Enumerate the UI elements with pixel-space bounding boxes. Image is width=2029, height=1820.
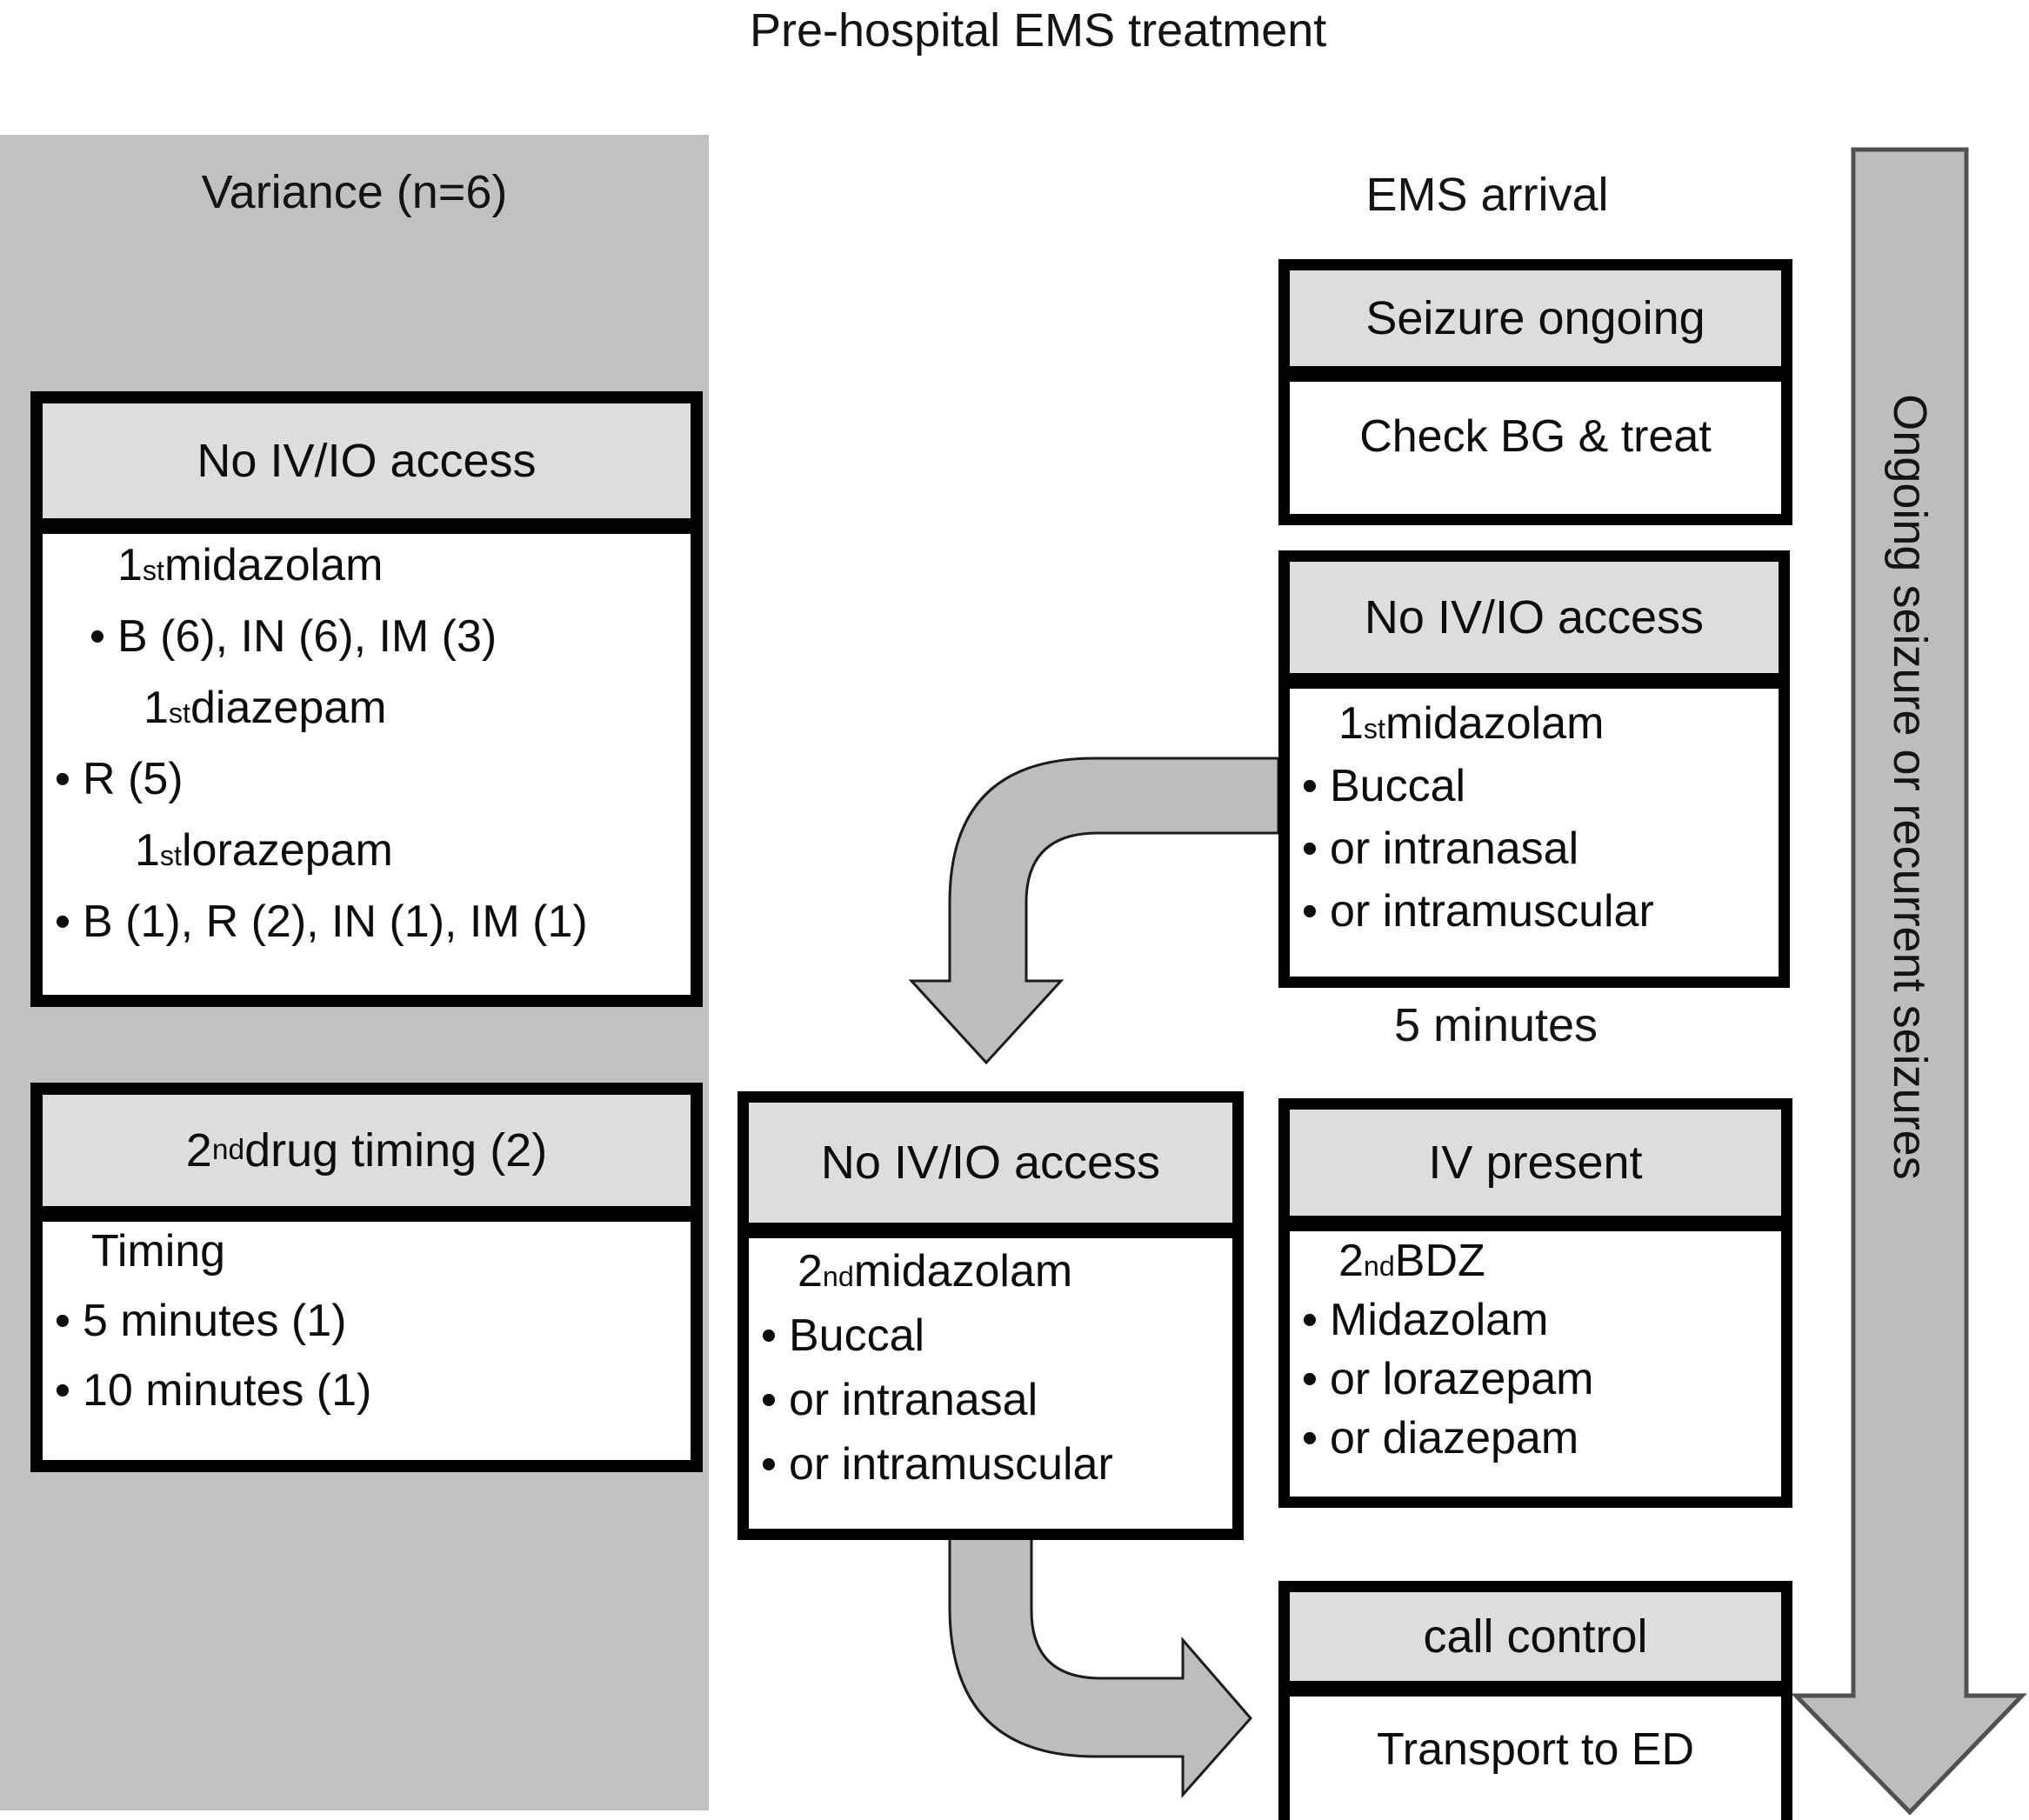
ems-arrival-label: EMS arrival bbox=[1365, 169, 1609, 221]
timing-line: •5 minutes (1) bbox=[54, 1296, 347, 1346]
drug-line: •or intranasal bbox=[1301, 823, 1579, 874]
drug-line: •or intranasal bbox=[760, 1375, 1038, 1425]
drug-line: •Buccal bbox=[1301, 761, 1466, 811]
drug-line: •or intramuscular bbox=[1301, 886, 1654, 937]
box-header: Seizure ongoing bbox=[1290, 270, 1781, 382]
variance-heading: Variance (n=6) bbox=[201, 166, 508, 218]
drug-line: •or lorazepam bbox=[1301, 1354, 1594, 1404]
box-header: call control bbox=[1290, 1592, 1781, 1697]
drug-line: •R (5) bbox=[54, 754, 184, 804]
box-body: Check BG & treat bbox=[1359, 411, 1712, 462]
elbow-arrow-right-icon bbox=[948, 1529, 1252, 1798]
drug-line: •B (1), R (2), IN (1), IM (1) bbox=[54, 897, 588, 947]
drug-line: •or intramuscular bbox=[760, 1439, 1113, 1490]
box-body: Transport to ED bbox=[1376, 1723, 1695, 1775]
down-arrow-icon bbox=[1791, 147, 2027, 1816]
elbow-arrow-down-icon bbox=[908, 757, 1280, 1065]
call-control-box: call control Transport to ED bbox=[1278, 1581, 1792, 1820]
drug-line: •B (6), IN (6), IM (3) bbox=[89, 611, 497, 662]
ongoing-seizure-arrow-label: Ongoing seizure or recurrent seizures bbox=[1884, 394, 1936, 1180]
timing-line: Timing bbox=[91, 1226, 226, 1277]
drug-line: •or diazepam bbox=[1301, 1413, 1579, 1463]
drug-line: •Buccal bbox=[760, 1310, 925, 1361]
box-header: No IV/IO access bbox=[43, 403, 691, 534]
drug-line: •Midazolam bbox=[1301, 1295, 1549, 1345]
box-header: No IV/IO access bbox=[749, 1103, 1232, 1238]
timing-line: •10 minutes (1) bbox=[54, 1365, 372, 1416]
seizure-ongoing-box: Seizure ongoing Check BG & treat bbox=[1278, 259, 1792, 525]
box-body: Timing •5 minutes (1) •10 minutes (1) bbox=[43, 1222, 691, 1434]
page-title: Pre-hospital EMS treatment bbox=[750, 4, 1327, 57]
box-header: IV present bbox=[1290, 1110, 1781, 1231]
five-minutes-label: 5 minutes bbox=[1393, 999, 1599, 1051]
box-header: No IV/IO access bbox=[1290, 562, 1779, 689]
